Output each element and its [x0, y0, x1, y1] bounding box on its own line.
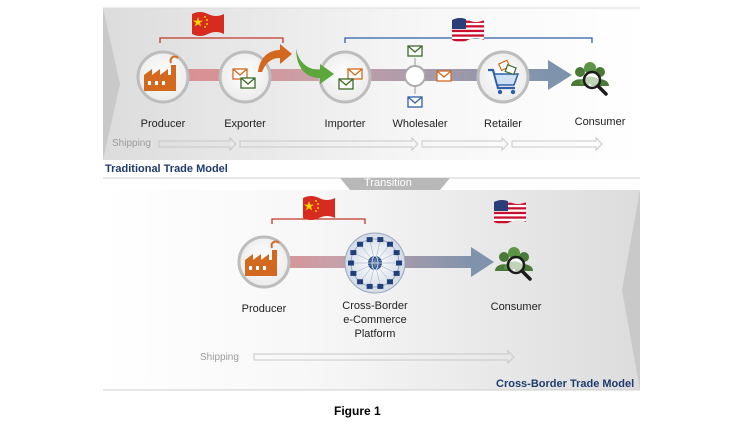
consumer-label: Consumer [490, 301, 542, 313]
envelope-icon [407, 96, 423, 108]
envelope-icon [436, 70, 452, 82]
wholesaler-label: Wholesaler [392, 118, 448, 130]
shipping-label: Shipping [112, 138, 151, 149]
computer-icon [396, 260, 402, 266]
computer-icon [350, 270, 357, 276]
retailer-label: Retailer [484, 118, 522, 130]
computer-icon [357, 279, 364, 285]
wholesaler-node [404, 45, 452, 108]
crossborder-shipping-arrow [253, 349, 515, 365]
china-bracket [159, 37, 284, 43]
envelope-icon [240, 77, 256, 89]
export-arrow-icon [258, 44, 292, 72]
retailer-node [476, 50, 530, 104]
computer-icon [386, 279, 393, 285]
computer-icon [350, 250, 357, 256]
network-devices-icon [348, 237, 402, 289]
crossborder-title: Cross-Border Trade Model [496, 378, 635, 390]
transition-label: Transition [364, 177, 412, 189]
computer-icon [357, 241, 364, 247]
platform-label-line-1: Cross-Border [342, 300, 408, 312]
computer-icon [377, 283, 384, 289]
platform-node [344, 232, 406, 294]
importer-label: Importer [324, 118, 366, 130]
platform-label-line-3: Platform [354, 328, 396, 340]
traditional-panel [103, 7, 640, 179]
computer-icon [366, 283, 373, 289]
envelope-icon [347, 68, 363, 80]
producer-node [136, 50, 190, 104]
computer-icon [366, 237, 373, 243]
china-bracket-bottom [271, 218, 366, 224]
computer-icon [386, 241, 393, 247]
producer-label: Producer [140, 118, 186, 130]
platform-label-line-2: e-Commerce [343, 314, 407, 326]
envelope-icon [407, 45, 423, 57]
exporter-node [218, 44, 292, 104]
importer-node [296, 48, 372, 104]
shipping-label: Shipping [200, 352, 239, 363]
consumer-label: Consumer [574, 116, 626, 128]
import-arrow-icon [296, 48, 334, 84]
producer-node-bottom [237, 235, 291, 289]
figure-caption: Figure 1 [334, 404, 381, 418]
shopping-cart-icon [488, 59, 520, 95]
computer-icon [348, 260, 354, 266]
traditional-shipping-arrows [158, 136, 603, 152]
computer-icon [393, 270, 400, 276]
exporter-label: Exporter [224, 118, 266, 130]
producer-label: Producer [241, 303, 287, 315]
computer-icon [393, 250, 400, 256]
envelope-icon [338, 78, 354, 90]
computer-icon [377, 237, 384, 243]
traditional-title: Traditional Trade Model [105, 163, 228, 175]
